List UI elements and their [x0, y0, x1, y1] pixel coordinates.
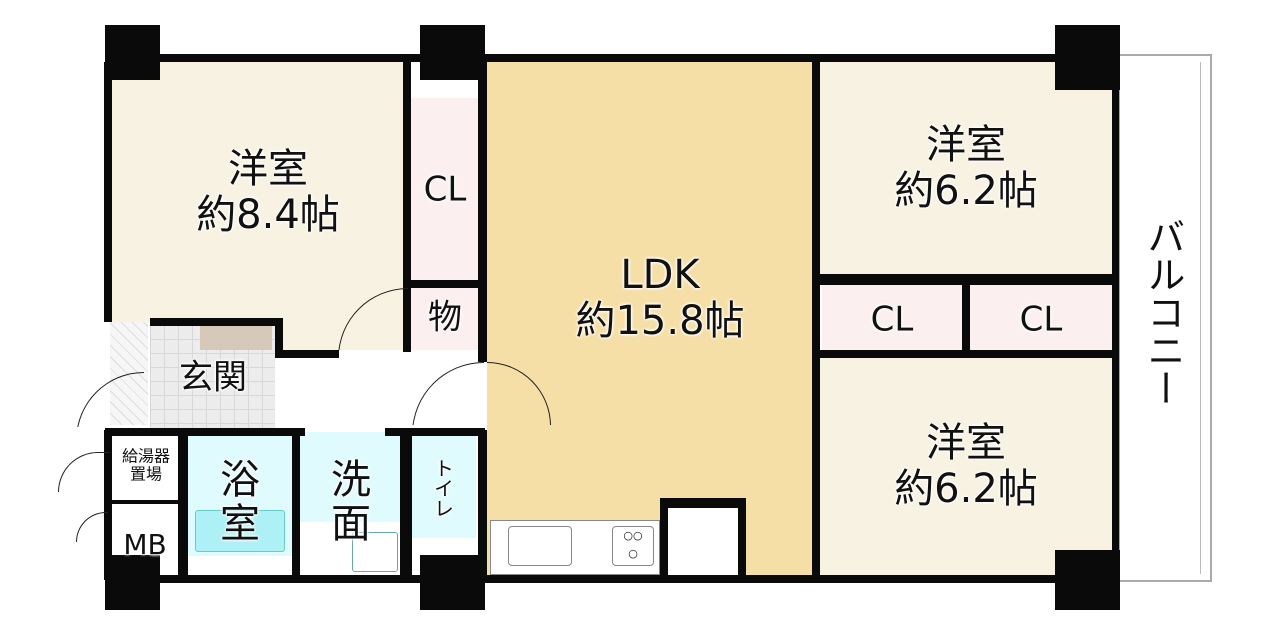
ldk-room	[487, 62, 812, 575]
toilet-label: トイレ	[430, 458, 455, 518]
washroom-label: 洗 面	[331, 458, 371, 546]
ldk-label: LDK 約15.8帖	[575, 252, 744, 344]
storage	[410, 288, 478, 350]
wall-room1-bottom3	[275, 350, 339, 358]
wall-closets-mid	[962, 285, 970, 350]
entrance-label: 玄関	[179, 357, 247, 398]
closet-1	[410, 98, 478, 280]
meter-box-label: MB	[123, 527, 167, 561]
wall-mb	[112, 500, 178, 504]
shoe-cabinet	[200, 322, 272, 350]
wall-left-lower	[104, 430, 112, 580]
pillar	[420, 555, 485, 610]
western-room-1-label: 洋室 約8.4帖	[196, 146, 340, 238]
wall-right	[1112, 62, 1119, 575]
wall-ldk-left-lower	[478, 430, 487, 580]
label-line: 置場	[129, 465, 163, 484]
stove-icon: ○○○	[612, 526, 654, 566]
washbasin	[352, 532, 398, 572]
label-line: 室	[220, 501, 260, 547]
room-name: 洋室	[926, 420, 1006, 466]
water-heater-label: 給湯器 置場	[121, 446, 171, 485]
kitchen-sink	[508, 526, 572, 566]
mb-door[interactable]	[76, 512, 108, 542]
balcony	[1118, 54, 1212, 582]
balcony-label: バルコニー	[1140, 217, 1185, 407]
balcony-rail	[1200, 62, 1206, 574]
wall-closets-top	[820, 274, 1112, 285]
label-line: 浴	[220, 457, 260, 503]
label-line: 給湯器	[121, 446, 171, 466]
wall-hall-bottom2	[385, 428, 485, 436]
western-room-1	[112, 62, 405, 322]
pillar	[420, 25, 485, 80]
refrigerator-space-inner	[668, 508, 738, 578]
pillar	[1055, 550, 1120, 610]
toilet	[412, 432, 476, 538]
western-room-3-label: 洋室 約6.2帖	[894, 420, 1038, 512]
room-size: 約8.4帖	[196, 192, 340, 238]
wall-wash-right	[400, 436, 412, 576]
pillar	[105, 555, 160, 610]
wall-bath-right	[292, 436, 300, 576]
closet-2	[822, 285, 962, 350]
storage-label: 物	[428, 297, 462, 338]
western-room-2-label: 洋室 約6.2帖	[894, 122, 1038, 214]
room-name: 洋室	[926, 122, 1006, 168]
closet-3-label: CL	[1019, 299, 1063, 340]
closet-3	[970, 285, 1112, 350]
room-size: 約6.2帖	[894, 168, 1038, 214]
wall-bottom	[160, 575, 1060, 583]
wall-ldk-left	[478, 62, 487, 362]
room-size: 約15.8帖	[575, 298, 745, 344]
washroom	[300, 432, 400, 522]
pillar	[1055, 25, 1120, 90]
label-line: 面	[331, 501, 371, 547]
closet-2-label: CL	[870, 299, 914, 340]
pillar	[105, 25, 160, 80]
wall-cl-mid	[405, 280, 480, 288]
western-room-3	[820, 358, 1112, 575]
wall-closets-bottom	[820, 350, 1112, 358]
wall-top	[105, 54, 1120, 62]
wall-room1-bottom2	[275, 318, 283, 356]
water-heater-door[interactable]	[58, 452, 110, 492]
room-name: 洋室	[228, 146, 308, 192]
wall-room1-bottom	[150, 318, 280, 326]
bathroom-label: 浴 室	[220, 458, 260, 546]
wall-hall-bottom	[105, 428, 305, 436]
closet-1-label: CL	[423, 169, 467, 210]
wall-cl-left	[403, 62, 411, 352]
wall-ldk-right	[812, 62, 820, 575]
room-size: 約6.2帖	[894, 466, 1038, 512]
wall-bath-left	[178, 436, 188, 576]
room-name: LDK	[620, 252, 700, 298]
bathtub	[195, 510, 285, 552]
label-line: 洗	[331, 457, 371, 503]
wall-left	[104, 62, 112, 322]
western-room-2	[820, 62, 1112, 274]
